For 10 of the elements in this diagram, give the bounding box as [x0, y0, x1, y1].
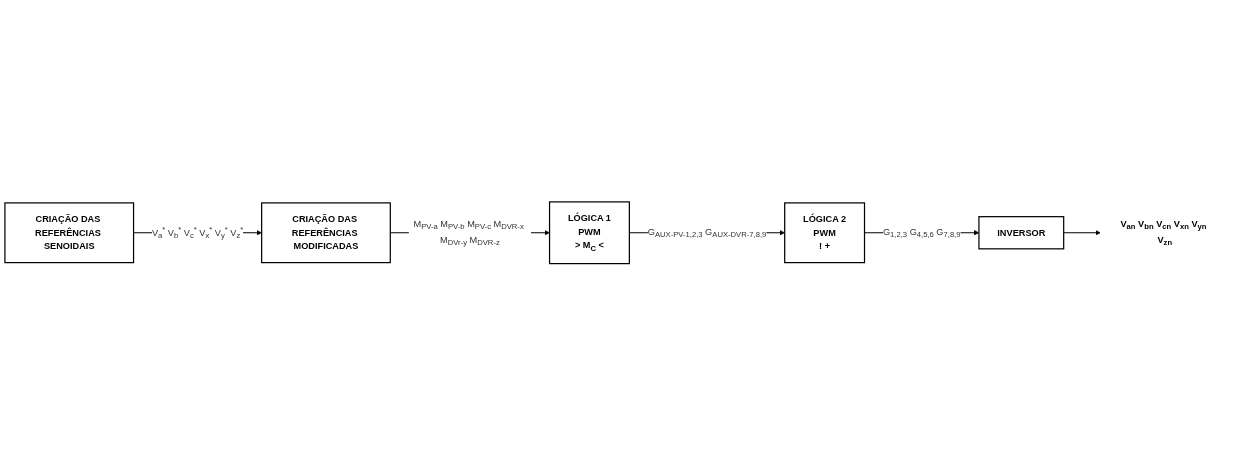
edge-label: G$_{1,2,3}$ G$_{4,5,6}$ G$_{7,8,9}$ — [882, 226, 961, 240]
node-box: CRIAÇÃO DAS REFERÊNCIAS SENOIDAIS — [4, 202, 135, 264]
node-box: LÓGICA 1 PWM > M$_{C}$ < — [548, 201, 630, 265]
node-text: V$_{an}$ V$_{bn}$ V$_{cn}$ V$_{xn}$ V$_{yn}$ V$_{zn}$ — [1120, 218, 1207, 248]
node-box: INVERSOR — [978, 216, 1065, 250]
edge-label: M$_{PV-a}$ M$_{PV-b}$ M$_{PV-c}$ M$_{DVR-x}$ M$_{DVr-y}$ M$_{DVR-z}$ — [413, 218, 524, 248]
node-box: CRIAÇÃO DAS REFERÊNCIAS MODIFICADAS — [261, 202, 391, 264]
node-box: LÓGICA 2 PWM ! + — [784, 202, 866, 264]
edge-label: G$_{AUX-PV-1,2,3}$ G$_{AUX-DVR-7,8,9}$ — [647, 226, 767, 240]
arrow — [1063, 230, 1101, 236]
